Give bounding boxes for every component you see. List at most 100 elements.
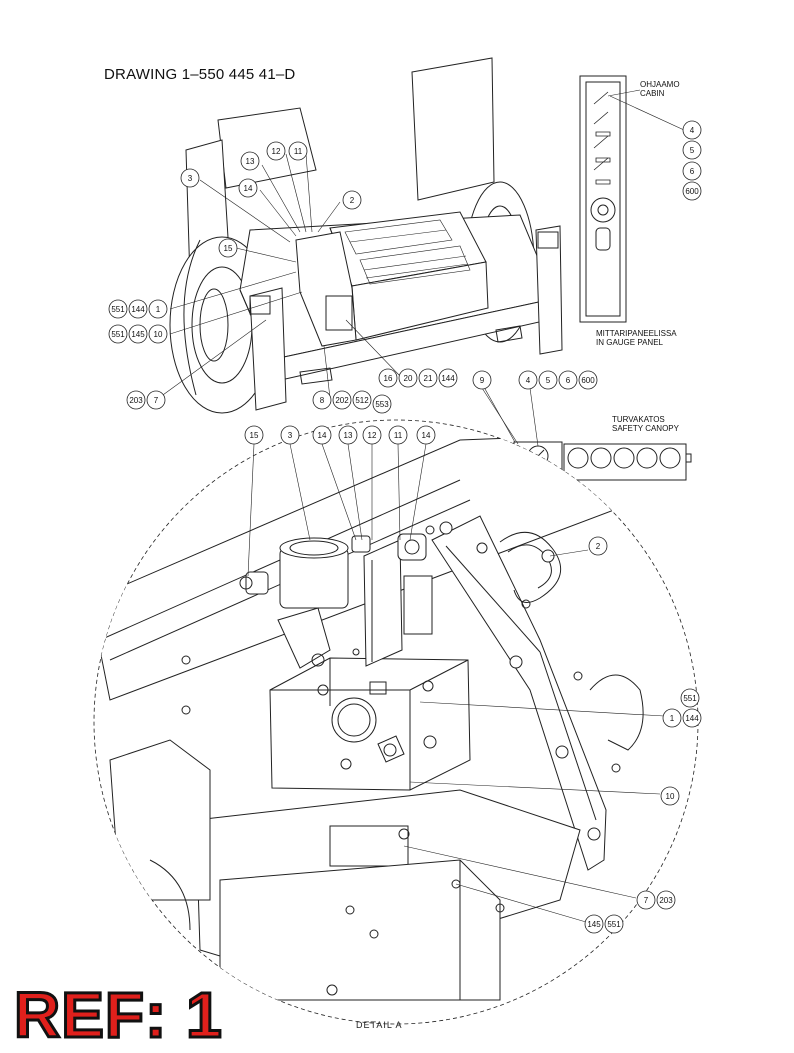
callout-main-512: 512 <box>353 391 371 409</box>
callout-main-2: 2 <box>343 191 361 209</box>
callout-main-20: 20 <box>399 369 417 387</box>
callout-panel-5: 5 <box>683 141 701 159</box>
svg-text:551: 551 <box>111 305 125 314</box>
svg-text:16: 16 <box>384 374 393 383</box>
callout-main-13: 13 <box>241 152 259 170</box>
callout-panel-6: 6 <box>683 162 701 180</box>
callout-main-14: 14 <box>239 179 257 197</box>
callout-detail-7: 7 <box>637 891 655 909</box>
svg-text:14: 14 <box>318 431 327 440</box>
callouts: 13 12 11 14 3 2 15 551 144 1 551 145 10 … <box>109 121 701 933</box>
svg-text:9: 9 <box>480 376 485 385</box>
svg-text:15: 15 <box>224 244 233 253</box>
callout-main-551b: 551 <box>109 325 127 343</box>
callout-detail-14b: 14 <box>417 426 435 444</box>
svg-text:553: 553 <box>375 400 389 409</box>
svg-text:11: 11 <box>394 431 403 440</box>
callout-main-144a: 144 <box>129 300 147 318</box>
gauge-panel-label-en: IN GAUGE PANEL <box>596 338 663 347</box>
svg-text:2: 2 <box>350 196 355 205</box>
callout-canopy-4: 4 <box>519 371 537 389</box>
svg-text:12: 12 <box>368 431 377 440</box>
svg-text:551: 551 <box>607 920 621 929</box>
callout-main-551a: 551 <box>109 300 127 318</box>
callout-detail-14a: 14 <box>313 426 331 444</box>
svg-text:1: 1 <box>670 714 675 723</box>
callout-main-145: 145 <box>129 325 147 343</box>
callout-detail-15: 15 <box>245 426 263 444</box>
gauge-panel-label-fi: MITTARIPANEELISSA <box>596 329 677 338</box>
callout-main-7: 7 <box>147 391 165 409</box>
canopy-label: TURVAKATOS SAFETY CANOPY <box>612 415 679 433</box>
callout-detail-551b: 551 <box>605 915 623 933</box>
callout-detail-3: 3 <box>281 426 299 444</box>
canopy-label-en: SAFETY CANOPY <box>612 424 679 433</box>
callout-main-15: 15 <box>219 239 237 257</box>
svg-text:144: 144 <box>131 305 145 314</box>
callout-panel-600: 600 <box>683 182 701 200</box>
cabin-panel <box>580 76 684 322</box>
cabin-label-en: CABIN <box>640 89 665 98</box>
svg-text:3: 3 <box>188 174 193 183</box>
callout-main-553: 553 <box>373 395 391 413</box>
svg-text:14: 14 <box>244 184 253 193</box>
svg-text:145: 145 <box>587 920 601 929</box>
cabin-label-fi: OHJAAMO <box>640 80 680 89</box>
svg-text:13: 13 <box>344 431 353 440</box>
callout-main-202: 202 <box>333 391 351 409</box>
svg-text:145: 145 <box>131 330 145 339</box>
svg-text:4: 4 <box>526 376 531 385</box>
callout-detail-203: 203 <box>657 891 675 909</box>
drawing-title: DRAWING 1–550 445 41–D <box>104 66 296 83</box>
callout-main-1: 1 <box>149 300 167 318</box>
callout-main-8: 8 <box>313 391 331 409</box>
svg-text:202: 202 <box>335 396 349 405</box>
callout-main-10: 10 <box>149 325 167 343</box>
callout-main-144b: 144 <box>439 369 457 387</box>
detail-a-view <box>90 420 720 1024</box>
svg-text:512: 512 <box>355 396 369 405</box>
svg-text:5: 5 <box>546 376 551 385</box>
svg-text:3: 3 <box>288 431 293 440</box>
svg-text:14: 14 <box>422 431 431 440</box>
svg-text:4: 4 <box>690 126 695 135</box>
callout-detail-10: 10 <box>661 787 679 805</box>
callout-main-11: 11 <box>289 142 307 160</box>
detail-label: DETAIL A <box>356 1020 403 1030</box>
svg-text:600: 600 <box>685 187 699 196</box>
callout-canopy-600: 600 <box>579 371 597 389</box>
svg-text:551: 551 <box>111 330 125 339</box>
svg-text:144: 144 <box>441 374 455 383</box>
callout-detail-13: 13 <box>339 426 357 444</box>
callout-canopy-5: 5 <box>539 371 557 389</box>
svg-text:8: 8 <box>320 396 325 405</box>
callout-detail-144: 144 <box>683 709 701 727</box>
svg-text:21: 21 <box>424 374 433 383</box>
callout-main-3: 3 <box>181 169 199 187</box>
callout-main-12: 12 <box>267 142 285 160</box>
machine-main-view <box>156 58 562 444</box>
gauge-panel-label: MITTARIPANEELISSA IN GAUGE PANEL <box>596 329 677 347</box>
svg-text:10: 10 <box>154 330 163 339</box>
svg-text:144: 144 <box>685 714 699 723</box>
svg-text:15: 15 <box>250 431 259 440</box>
callout-detail-145: 145 <box>585 915 603 933</box>
svg-text:12: 12 <box>272 147 281 156</box>
ref-label: REF: 1 <box>13 979 224 1052</box>
callout-main-16: 16 <box>379 369 397 387</box>
callout-main-203: 203 <box>127 391 145 409</box>
svg-text:2: 2 <box>596 542 601 551</box>
svg-text:203: 203 <box>659 896 673 905</box>
svg-text:6: 6 <box>690 167 695 176</box>
svg-text:7: 7 <box>154 396 159 405</box>
callout-canopy-6: 6 <box>559 371 577 389</box>
canopy-label-fi: TURVAKATOS <box>612 415 665 424</box>
svg-text:1: 1 <box>156 305 161 314</box>
svg-text:551: 551 <box>683 694 697 703</box>
svg-text:10: 10 <box>666 792 675 801</box>
cabin-label: OHJAAMO CABIN <box>640 80 680 98</box>
svg-text:203: 203 <box>129 396 143 405</box>
svg-text:20: 20 <box>404 374 413 383</box>
svg-text:6: 6 <box>566 376 571 385</box>
